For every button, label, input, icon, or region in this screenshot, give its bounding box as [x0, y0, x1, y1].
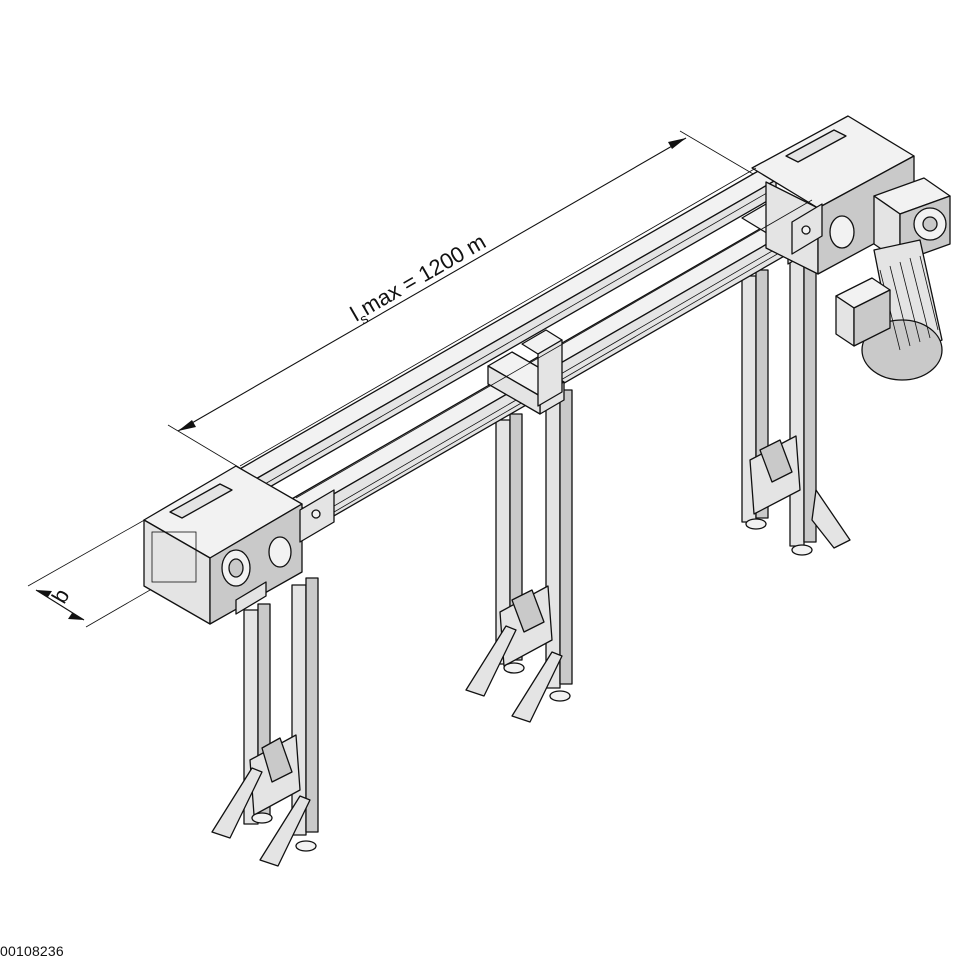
motor [835, 239, 943, 381]
leg-middle [465, 389, 573, 723]
drawing-code: 00108236 [0, 943, 64, 959]
middle-crossbeam [487, 329, 565, 415]
belt-strips [239, 167, 813, 499]
leg-left-end [211, 577, 319, 867]
length-dimension-label: lsmax = 1200 m [346, 229, 492, 330]
return-unit-left [143, 465, 335, 625]
width-dimension-label: b [47, 584, 75, 607]
gearbox [873, 177, 951, 263]
leg-right-end [741, 243, 851, 556]
